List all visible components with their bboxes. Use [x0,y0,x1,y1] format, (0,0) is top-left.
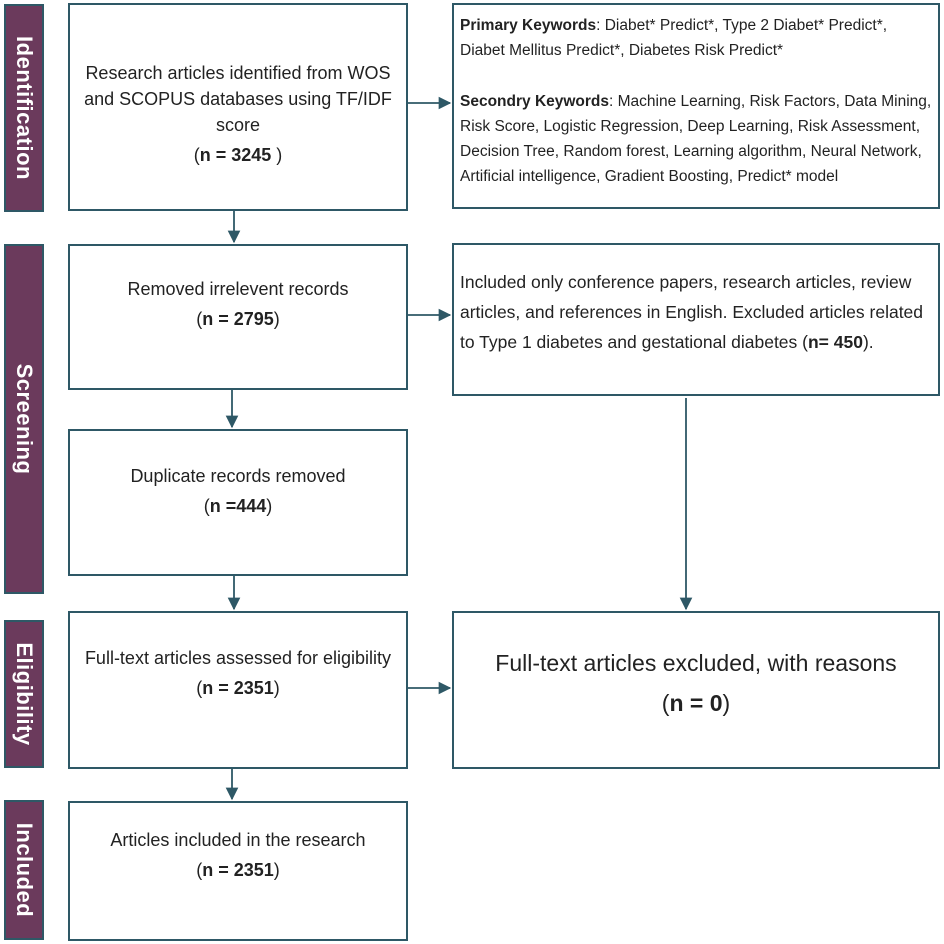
included-research-count: (n = 2351) [196,860,280,880]
duplicates-removed-count: (n =444) [203,495,273,516]
inclusion-criteria-count: n= 450 [807,332,863,352]
phase-label-screening: Screening [12,363,37,475]
fulltext-excluded-text: Full-text articles excluded, with reason… [495,650,897,676]
box-fulltext-assessed: Full-text articles assessed for eligibil… [68,611,408,769]
primary-keywords: Primary Keywords: Diabet* Predict*, Type… [460,17,888,59]
box-duplicates-removed: Duplicate records removed (n =444) [68,429,408,576]
phase-label-identification: Identification [12,36,37,180]
box-inclusion-criteria: Included only conference papers, researc… [452,243,940,396]
phase-eligibility: Eligibility [4,620,44,768]
duplicates-removed-text: Duplicate records removed [130,465,346,486]
inclusion-criteria-text: Included only conference papers, researc… [460,272,924,352]
phase-label-included: Included [12,822,37,918]
box-fulltext-excluded: Full-text articles excluded, with reason… [452,611,940,769]
phase-included: Included [4,800,44,940]
fulltext-assessed-text: Full-text articles assessed for eligibil… [84,648,392,668]
phase-screening: Screening [4,244,44,594]
secondary-keywords: Secondry Keywords: Machine Learning, Ris… [460,93,932,185]
records-identified-text: Research articles identified from WOS an… [84,63,392,135]
irrelevant-removed-text: Removed irrelevent records [127,279,349,299]
box-included-research: Articles included in the research (n = 2… [68,801,408,941]
phase-label-eligibility: Eligibility [12,642,37,746]
box-records-identified: Research articles identified from WOS an… [68,3,408,211]
box-keywords: Primary Keywords: Diabet* Predict*, Type… [452,3,940,209]
phase-identification: Identification [4,4,44,212]
included-research-text: Articles included in the research [110,830,366,850]
box-irrelevant-removed: Removed irrelevent records (n = 2795) [68,244,408,390]
records-identified-count: (n = 3245 ) [193,145,283,165]
fulltext-excluded-count: (n = 0) [661,690,731,716]
fulltext-assessed-count: (n = 2351) [196,678,280,698]
irrelevant-removed-count: (n = 2795) [196,309,280,329]
